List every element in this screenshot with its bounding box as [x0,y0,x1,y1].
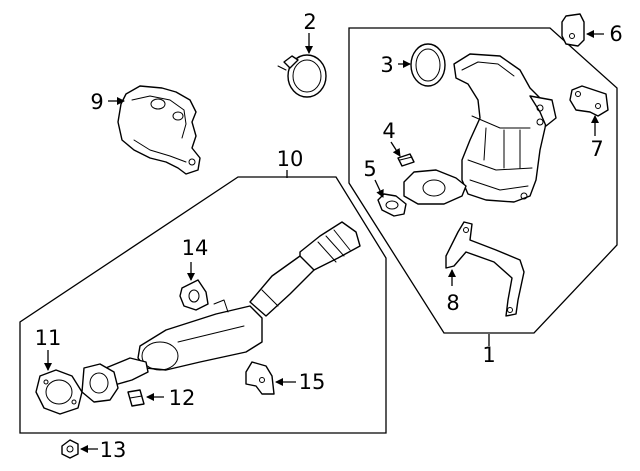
muffler-assembly-group-boundary [19,176,387,434]
clamp-part [277,54,327,98]
callout-2: 2 [303,10,316,34]
callout-7: 7 [590,137,603,161]
support-brace-part [445,221,525,317]
callout-15: 15 [299,370,326,394]
nut-part [61,439,79,459]
catalytic-converter-group-boundary [348,27,618,334]
leader-4 [390,141,401,157]
heat-shield-part [117,85,201,175]
flange-gasket-part [377,193,407,217]
callout-8: 8 [446,291,459,315]
stud-part [397,153,415,167]
callout-12: 12 [169,386,196,410]
callout-3: 3 [380,53,393,77]
callout-9: 9 [90,90,103,114]
bolt-part [127,389,145,407]
callout-4: 4 [382,119,395,143]
callout-14: 14 [182,236,209,260]
callout-10: 10 [277,147,304,171]
bracket-plate-part [561,13,585,47]
catalytic-converter-part [403,53,557,205]
callout-5: 5 [363,157,376,181]
gasket-ring-part [410,43,446,87]
leader-5 [374,179,384,198]
bracket-part [569,85,609,117]
tailpipe-flange-part [81,363,119,403]
callout-13: 13 [100,438,127,462]
rubber-isolator-part [179,279,209,311]
tailpipe-gasket-part [35,369,83,415]
callout-6: 6 [609,22,622,46]
callout-11: 11 [35,326,62,350]
callout-1: 1 [482,343,495,367]
hanger-bracket-part [245,361,275,395]
muffler-assembly-part [95,221,361,389]
